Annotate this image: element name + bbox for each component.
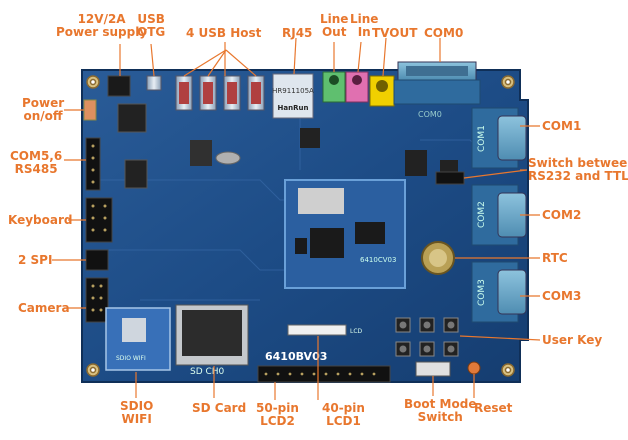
com1-connector [471, 107, 527, 169]
com3-connector [471, 261, 527, 323]
label-sd-card: SD Card [192, 401, 247, 415]
label-line-in-line1: Line [350, 12, 379, 26]
leader-lines [52, 37, 541, 400]
label-boot-mode: Boot Mode Switch [404, 398, 476, 424]
label-switch-line2: RS232 and TTL [528, 169, 628, 183]
som-core-board: 6410CV03 [284, 179, 406, 289]
com0-connector [393, 61, 481, 105]
header-pins [91, 144, 107, 312]
usb-host-ports [175, 75, 265, 111]
com2-connector [471, 184, 527, 246]
label-lcd2-line1: 50-pin [256, 401, 299, 415]
label-sdio-line2: WIFI [121, 412, 152, 426]
boot-mode-switch [415, 361, 451, 377]
board-lcd-text: LCD [350, 328, 363, 335]
label-com3: COM3 [542, 289, 582, 303]
label-power-onoff-line2: on/off [23, 109, 63, 123]
label-lcd2: 50-pin LCD2 [256, 402, 299, 428]
label-usb-host: 4 USB Host [186, 26, 262, 40]
label-switch-rs232-ttl: Switch between RS232 and TTL [528, 157, 628, 183]
line-in-jack [345, 71, 369, 103]
sdio-wifi-module: SDIO WIFI [105, 307, 171, 371]
rj45-brand-text: HanRun [278, 104, 309, 112]
board-com1-text: COM1 [477, 125, 487, 152]
label-power-supply-line2: Power supply [56, 25, 148, 39]
rj45-part-text: HR911105A [272, 87, 314, 95]
label-sdio-line1: SDIO [120, 399, 154, 413]
label-power-onoff: Power on/off [22, 97, 64, 123]
sd-card-slot: SD CH0 [175, 304, 249, 377]
label-tvout: TVOUT [372, 26, 418, 40]
label-line-in-line2: In [357, 25, 371, 39]
label-line-in: Line In [350, 13, 378, 39]
board-com0-text: COM0 [418, 110, 442, 119]
reset-button [467, 361, 481, 375]
label-lcd2-line2: LCD2 [260, 414, 295, 428]
label-boot-line1: Boot Mode [404, 397, 477, 411]
som-label: 6410CV03 [360, 256, 396, 264]
mount-holes [86, 75, 515, 377]
label-lcd1-line2: LCD1 [326, 414, 361, 428]
rs232-ttl-jumper [435, 171, 465, 185]
label-line-out: Line Out [320, 13, 348, 39]
label-line-out-line2: Out [321, 25, 347, 39]
label-com56-line2: RS485 [14, 162, 58, 176]
power-jack [107, 75, 131, 97]
label-lcd1: 40-pin LCD1 [322, 402, 365, 428]
rj45-jack: HR911105A HanRun [272, 73, 314, 119]
label-rtc: RTC [542, 251, 568, 265]
label-keyboard: Keyboard [8, 213, 73, 227]
usb-otg-port [146, 75, 162, 91]
power-switch [83, 99, 97, 121]
label-com56: COM5,6 RS485 [10, 150, 62, 176]
label-power-supply: 12V/2A Power supply [56, 13, 147, 39]
lcd2-header [257, 365, 391, 383]
label-sdio-wifi: SDIO WIFI [120, 400, 153, 426]
label-lcd1-line1: 40-pin [322, 401, 365, 415]
user-key-caps [399, 321, 455, 353]
label-com2: COM2 [542, 208, 582, 222]
left-headers [85, 137, 113, 323]
label-switch-line1: Switch between [528, 156, 628, 170]
label-com0: COM0 [424, 26, 464, 40]
label-power-onoff-line1: Power [22, 96, 65, 110]
label-com1: COM1 [542, 119, 582, 133]
board-sd-text: SD CH0 [190, 367, 225, 377]
label-usb-otg-line1: USB [137, 12, 165, 26]
board-com2-text: COM2 [477, 201, 487, 228]
board-com3-text: COM3 [477, 279, 487, 306]
label-reset: Reset [474, 401, 513, 415]
label-usb-otg: USB OTG [137, 13, 165, 39]
label-usb-otg-line2: OTG [137, 25, 166, 39]
label-user-key: User Key [542, 333, 603, 347]
board-model-text: 6410BV03 [265, 350, 327, 363]
label-rj45: RJ45 [282, 26, 313, 40]
label-power-supply-line1: 12V/2A [77, 12, 126, 26]
label-line-out-line1: Line [320, 12, 349, 26]
lcd1-fpc-connector [287, 324, 347, 336]
label-com56-line1: COM5,6 [10, 149, 63, 163]
label-boot-line2: Switch [417, 410, 463, 424]
label-camera: Camera [18, 301, 70, 315]
label-2-spi: 2 SPI [18, 253, 53, 267]
wifi-label: SDIO WIFI [116, 355, 146, 362]
